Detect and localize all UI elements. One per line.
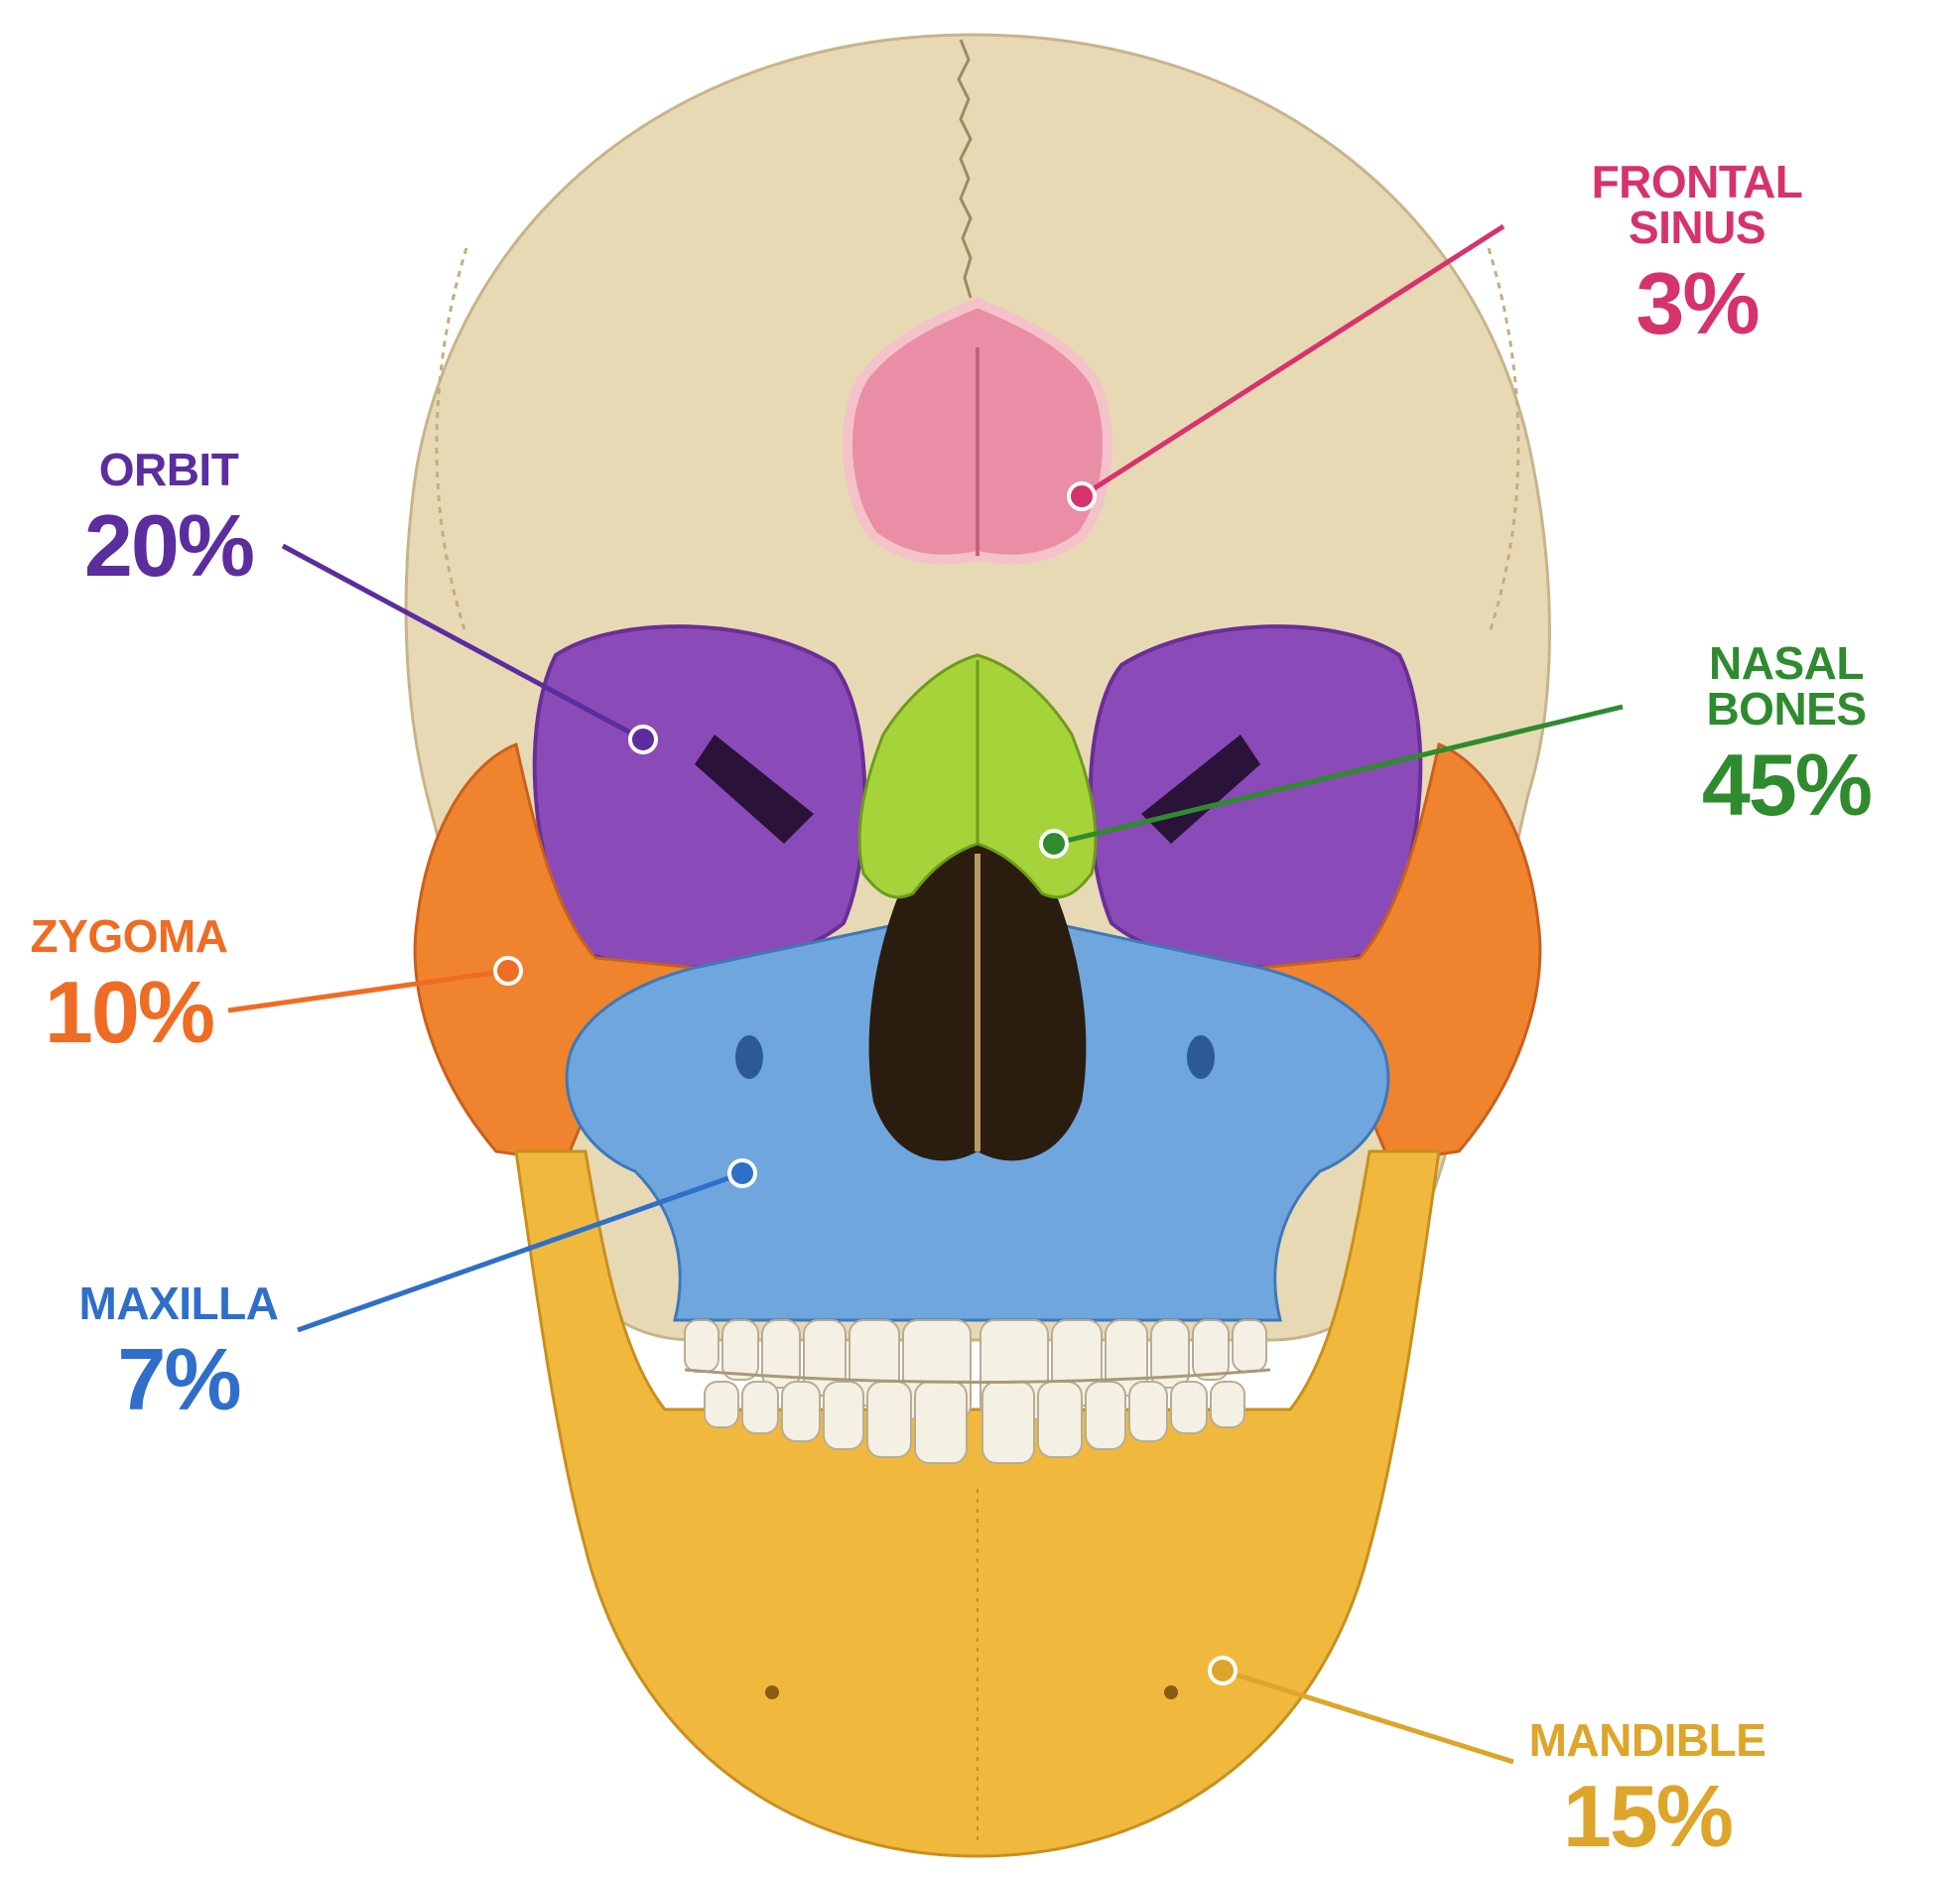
mental-foramen-right xyxy=(1164,1685,1178,1699)
leader-dot-nasal-bones xyxy=(1041,831,1067,857)
infraorbital-foramen-right xyxy=(1187,1035,1215,1079)
infraorbital-foramen-left xyxy=(735,1035,763,1079)
label-maxilla-name: MAXILLA xyxy=(60,1280,298,1326)
lower-tooth xyxy=(824,1382,863,1449)
lower-tooth xyxy=(1211,1382,1244,1427)
lower-tooth xyxy=(782,1382,820,1441)
label-orbit-percent: 20% xyxy=(60,502,278,590)
lower-tooth xyxy=(742,1382,778,1433)
label-zygoma: ZYGOMA 10% xyxy=(20,913,238,1056)
upper-tooth xyxy=(1233,1320,1266,1372)
leader-dot-mandible xyxy=(1210,1658,1236,1683)
label-frontal-sinus-name: FRONTAL SINUS xyxy=(1518,159,1876,250)
upper-tooth xyxy=(722,1320,758,1380)
lower-tooth xyxy=(1038,1382,1082,1457)
label-orbit: ORBIT 20% xyxy=(60,447,278,590)
lower-tooth xyxy=(1086,1382,1125,1449)
label-maxilla: MAXILLA 7% xyxy=(60,1280,298,1423)
lower-tooth xyxy=(1129,1382,1167,1441)
label-frontal-sinus: FRONTAL SINUS 3% xyxy=(1518,159,1876,347)
leader-dot-zygoma xyxy=(495,958,521,984)
upper-tooth xyxy=(685,1320,719,1372)
lower-tooth xyxy=(982,1382,1034,1463)
label-nasal-bones-percent: 45% xyxy=(1628,741,1945,829)
upper-tooth xyxy=(1193,1320,1229,1380)
label-mandible: MANDIBLE 15% xyxy=(1518,1717,1776,1860)
lower-tooth xyxy=(705,1382,738,1427)
label-mandible-percent: 15% xyxy=(1518,1773,1776,1860)
mental-foramen-left xyxy=(765,1685,779,1699)
label-nasal-bones: NASAL BONES 45% xyxy=(1628,640,1945,829)
label-nasal-bones-name: NASAL BONES xyxy=(1628,640,1945,732)
lower-tooth xyxy=(1171,1382,1207,1433)
label-frontal-sinus-percent: 3% xyxy=(1518,260,1876,347)
orbit-left-region xyxy=(535,626,865,968)
label-orbit-name: ORBIT xyxy=(60,447,278,492)
leader-dot-frontal-sinus xyxy=(1069,483,1095,509)
leader-dot-orbit xyxy=(630,727,656,752)
lower-tooth xyxy=(867,1382,911,1457)
label-zygoma-name: ZYGOMA xyxy=(20,913,238,959)
label-mandible-name: MANDIBLE xyxy=(1518,1717,1776,1763)
label-maxilla-percent: 7% xyxy=(60,1336,298,1423)
label-zygoma-percent: 10% xyxy=(20,969,238,1056)
leader-dot-maxilla xyxy=(729,1160,755,1186)
lower-tooth xyxy=(915,1382,967,1463)
